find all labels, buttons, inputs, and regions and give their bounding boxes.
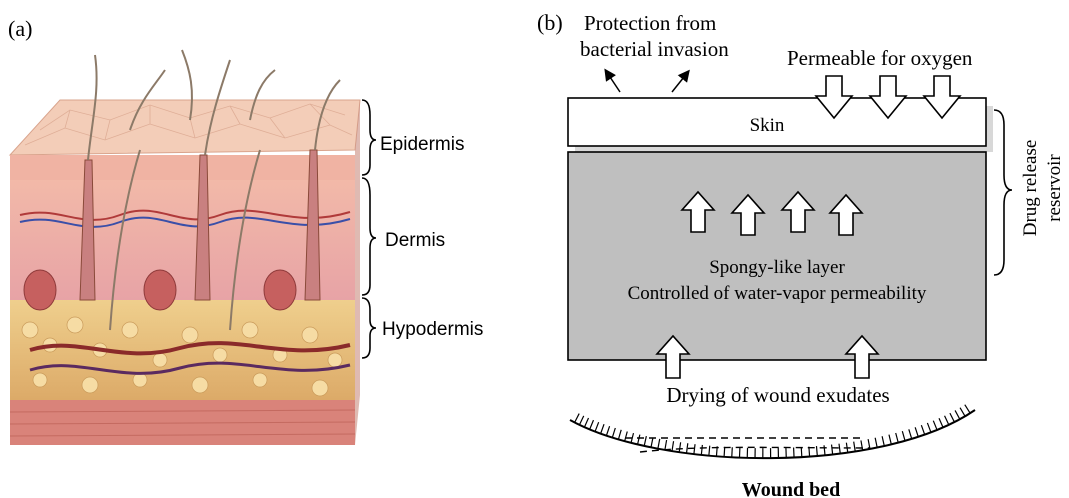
- wound-bed-hatch-tick: [601, 424, 604, 433]
- wound-bed-hatch-tick: [595, 422, 599, 431]
- wound-bed-hatch-tick: [854, 442, 856, 452]
- epidermis-label: Epidermis: [380, 134, 464, 155]
- wound-bed-hatch-tick: [950, 413, 955, 422]
- protection-text-line1: Protection from: [584, 11, 716, 35]
- wound-bed-hatch-tick: [732, 447, 733, 457]
- wound-bed-hatching: [575, 405, 971, 458]
- panel-b-label: (b): [537, 10, 563, 35]
- oxygen-arrows: [816, 76, 960, 118]
- panel-a: (a): [8, 16, 483, 445]
- wound-bed-hatch-tick: [687, 443, 688, 453]
- wound-bed-label: Wound bed: [742, 479, 840, 498]
- wound-bed-hatch-tick: [915, 427, 918, 437]
- panel-b: (b) Protection from bacterial invasion P…: [537, 10, 1065, 498]
- wound-bed-hatch-tick: [824, 445, 825, 455]
- skin-cross-section-illustration: [10, 50, 360, 445]
- wound-bed-hatch-tick: [832, 445, 833, 455]
- wound-bed-hatch-tick: [625, 431, 628, 441]
- epidermis-brace: [362, 100, 376, 175]
- spongy-label-line2: Controlled of water-vapor permeability: [628, 283, 927, 304]
- wound-bed-hatch-tick: [606, 426, 609, 435]
- dermis-brace: [362, 178, 376, 295]
- wound-bed-hatch-tick: [579, 416, 583, 425]
- wound-bed-hatch-tick: [889, 435, 891, 445]
- dermis-label: Dermis: [385, 230, 445, 251]
- side-face: [355, 100, 360, 445]
- wound-bed-hatch-tick: [651, 438, 653, 448]
- wound-bed-hatch-tick: [909, 429, 912, 439]
- panel-a-label: (a): [8, 16, 32, 41]
- drug-release-label-line2: reservoir: [1044, 154, 1065, 222]
- wound-bed-hatch-tick: [644, 436, 646, 446]
- wound-bed-hatch-tick: [665, 440, 667, 450]
- wound-bed-hatch-tick: [882, 436, 884, 446]
- spongy-label-line1: Spongy-like layer: [709, 257, 845, 278]
- drug-release-brace: [994, 110, 1012, 275]
- wound-bed-hatch-tick: [724, 447, 725, 457]
- drug-release-label-line1: Drug release: [1020, 140, 1041, 237]
- layer-braces: [362, 100, 376, 358]
- drying-label: Drying of wound exudates: [666, 383, 889, 407]
- wound-bed-hatch-tick: [875, 438, 877, 448]
- protection-arrow-left: [606, 71, 620, 92]
- hypodermis-brace: [362, 298, 376, 358]
- wound-bed-hatch-tick: [965, 405, 970, 413]
- wound-bed-hatch-tick: [896, 433, 899, 443]
- wound-bed-hatch-tick: [839, 444, 840, 454]
- wound-bed-hatch-tick: [694, 444, 695, 454]
- wound-bed-hatch-tick: [672, 441, 674, 451]
- spongy-layer: [568, 152, 986, 360]
- wound-bed-hatch-tick: [679, 442, 680, 452]
- epidermis-layer: [10, 155, 355, 180]
- wound-bed-hatch-tick: [921, 425, 924, 434]
- skin-label: Skin: [750, 115, 785, 136]
- wound-bed-hatch-tick: [618, 430, 621, 440]
- wound-bed-illustration: [570, 405, 975, 458]
- protection-arrow-right: [672, 72, 688, 92]
- wound-bed-hatch-tick: [584, 418, 588, 427]
- wound-bed-hatch-tick: [701, 445, 702, 455]
- hypodermis-label: Hypodermis: [382, 319, 483, 340]
- wound-bed-hatch-tick: [939, 418, 943, 427]
- wound-bed-hatch-tick: [955, 410, 960, 419]
- wound-bed-hatch-tick: [575, 414, 580, 423]
- protection-text-line2: bacterial invasion: [580, 37, 729, 61]
- wound-bed-hatch-tick: [945, 416, 949, 425]
- wound-bed-hatch-tick: [658, 439, 660, 449]
- wound-bed-hatch-tick: [801, 447, 802, 457]
- wound-bed-hatch-tick: [590, 420, 594, 429]
- wound-bed-hatch-tick: [927, 423, 931, 432]
- wound-bed-hatch-tick: [902, 431, 905, 441]
- wound-bed-hatch-tick: [861, 440, 863, 450]
- wound-bed-hatch-tick: [816, 446, 817, 456]
- wound-bed-hatch-tick: [638, 435, 640, 445]
- oxygen-text: Permeable for oxygen: [787, 46, 973, 70]
- wound-bed-hatch-tick: [709, 446, 710, 456]
- wound-bed-hatch-tick: [612, 428, 615, 438]
- wound-bed-hatch-tick: [933, 421, 937, 430]
- wound-bed-curve: [570, 410, 975, 458]
- dermis-layer: [10, 180, 355, 300]
- wound-bed-hatch-tick: [960, 408, 965, 417]
- skin-surface: [10, 100, 360, 155]
